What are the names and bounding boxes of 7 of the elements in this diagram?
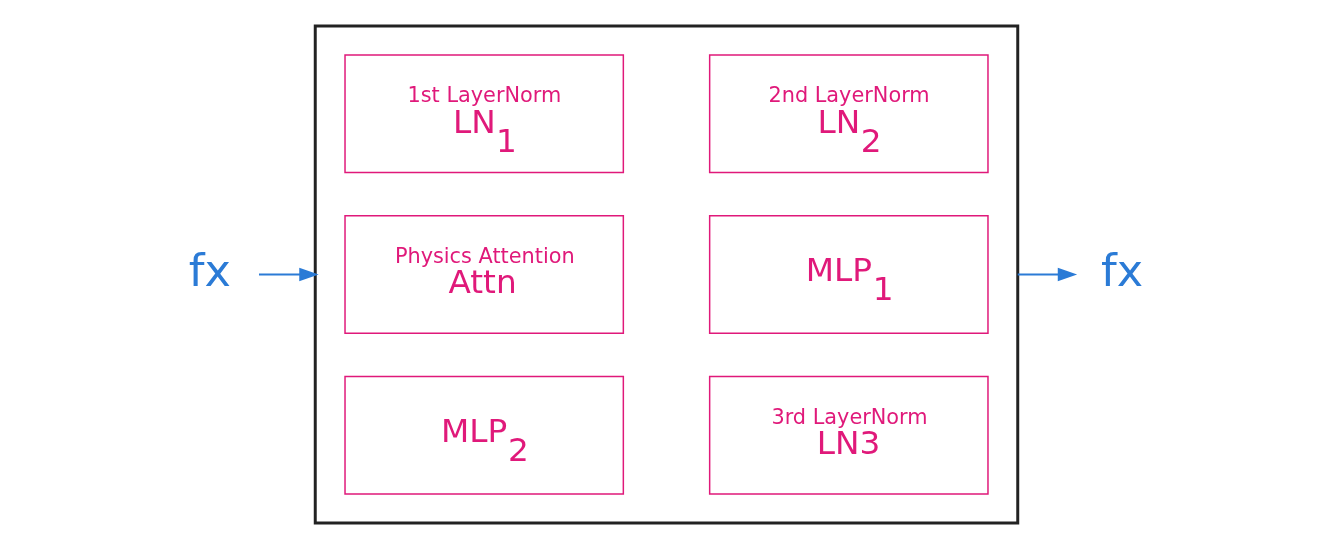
node-box: 3rd LayerNorm LN3 (708, 375, 989, 495)
arrow (258, 267, 319, 282)
cluster (313, 24, 1019, 525)
node-text: fx (188, 244, 231, 297)
node-box: Physics Attention Attn (343, 214, 624, 335)
node-text: fx (1100, 244, 1143, 297)
arrow (1017, 267, 1077, 282)
